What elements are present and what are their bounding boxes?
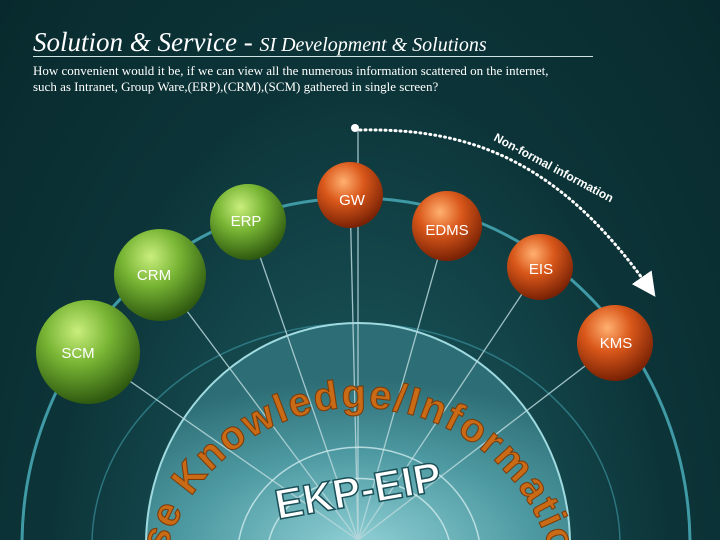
node-eis-label: EIS (529, 261, 553, 278)
title-subtitle: SI Development & Solutions (259, 34, 487, 56)
intro-text: How convenient would it be, if we can vi… (33, 63, 673, 95)
intro-line-1: How convenient would it be, if we can vi… (33, 63, 549, 78)
node-scm[interactable]: SCM (36, 300, 140, 404)
node-edms[interactable]: EDMS (412, 191, 482, 261)
arrow-start-dot (351, 124, 359, 132)
non-formal-arrow (358, 128, 656, 297)
title-underline (33, 56, 593, 57)
title-main: Solution & Service - (33, 27, 260, 57)
inner-rings (238, 446, 480, 540)
node-erp-label: ERP (231, 213, 262, 230)
node-eis[interactable]: EIS (507, 234, 573, 300)
node-gw[interactable]: GW (317, 162, 383, 228)
node-scm-label: SCM (61, 345, 94, 362)
node-kms[interactable]: KMS (577, 305, 653, 381)
node-edms-label: EDMS (425, 222, 468, 239)
node-crm-label: CRM (137, 267, 171, 284)
non-formal-label: Non-formal information (492, 130, 616, 205)
intro-line-2: such as Intranet, Group Ware,(ERP),(CRM)… (33, 79, 439, 94)
node-crm[interactable]: CRM (114, 229, 206, 321)
page-title: Solution & Service - SI Development & So… (33, 26, 593, 61)
node-kms-label: KMS (600, 335, 633, 352)
node-gw-label: GW (339, 192, 366, 209)
node-erp[interactable]: ERP (210, 184, 286, 260)
